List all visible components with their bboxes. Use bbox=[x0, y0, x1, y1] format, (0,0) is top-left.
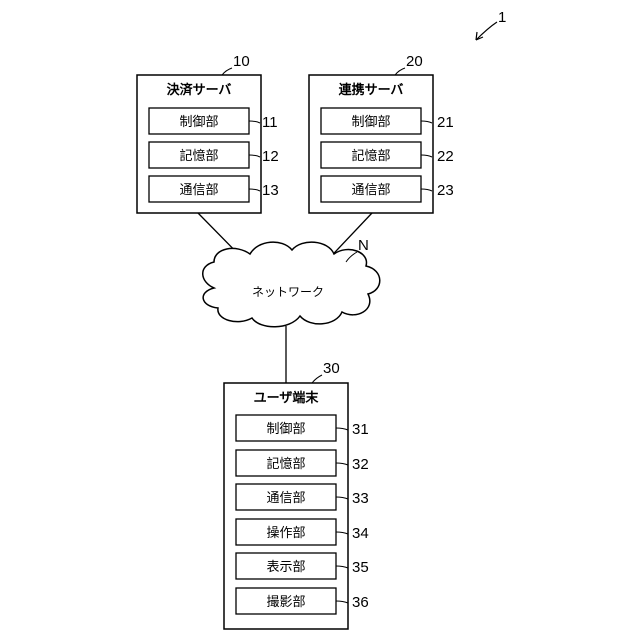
terminal-camera-unit-label: 撮影部 bbox=[266, 594, 305, 610]
linkage-server-leader bbox=[395, 68, 405, 75]
payment-server-title: 決済サーバ bbox=[167, 82, 232, 98]
payment-storage-ref: 12 bbox=[262, 148, 279, 165]
payment-server-leader bbox=[222, 68, 232, 75]
network-label: ネットワーク bbox=[252, 285, 324, 299]
linkage-control-ref: 21 bbox=[437, 114, 454, 131]
linkage-storage-unit-label: 記憶部 bbox=[351, 148, 390, 164]
terminal-operation-unit-label: 操作部 bbox=[266, 525, 305, 541]
terminal-camera-ref: 36 bbox=[352, 594, 369, 611]
linkage-storage-ref: 22 bbox=[437, 148, 454, 165]
payment-comm-ref: 13 bbox=[262, 182, 279, 199]
terminal-display-ref: 35 bbox=[352, 559, 369, 576]
payment-comm-unit-label: 通信部 bbox=[179, 183, 218, 198]
payment-storage-unit-label: 記憶部 bbox=[179, 148, 218, 164]
payment-server: 決済サーバ 10 制御部 11 記憶部 12 通信部 13 bbox=[137, 53, 279, 213]
terminal-display-unit-label: 表示部 bbox=[266, 560, 305, 575]
linkage-comm-ref: 23 bbox=[437, 182, 454, 199]
user-terminal-title: ユーザ端末 bbox=[254, 390, 320, 406]
terminal-storage-ref: 32 bbox=[352, 456, 369, 473]
terminal-operation-ref: 34 bbox=[352, 525, 369, 542]
linkage-comm-unit-label: 通信部 bbox=[351, 183, 390, 198]
system-ref-arrow bbox=[476, 22, 497, 40]
network-ref: N bbox=[358, 237, 369, 254]
linkage-server: 連携サーバ 20 制御部 21 記憶部 22 通信部 23 bbox=[309, 53, 454, 213]
user-terminal: ユーザ端末 30 制御部 31 記憶部 32 通信部 33 操作部 34 表示部… bbox=[224, 360, 369, 629]
payment-control-unit-label: 制御部 bbox=[179, 115, 218, 130]
terminal-control-ref: 31 bbox=[352, 421, 369, 438]
terminal-comm-unit-label: 通信部 bbox=[266, 491, 305, 506]
system-ref-label: 1 bbox=[498, 9, 506, 26]
user-terminal-leader bbox=[312, 375, 322, 383]
linkage-server-ref: 20 bbox=[406, 53, 423, 70]
payment-server-ref: 10 bbox=[233, 53, 250, 70]
terminal-storage-unit-label: 記憶部 bbox=[266, 456, 305, 472]
user-terminal-ref: 30 bbox=[323, 360, 340, 377]
payment-control-ref: 11 bbox=[262, 114, 278, 131]
linkage-server-title: 連携サーバ bbox=[339, 82, 404, 98]
terminal-control-unit-label: 制御部 bbox=[266, 422, 305, 437]
linkage-control-unit-label: 制御部 bbox=[351, 115, 390, 130]
terminal-comm-ref: 33 bbox=[352, 490, 369, 507]
